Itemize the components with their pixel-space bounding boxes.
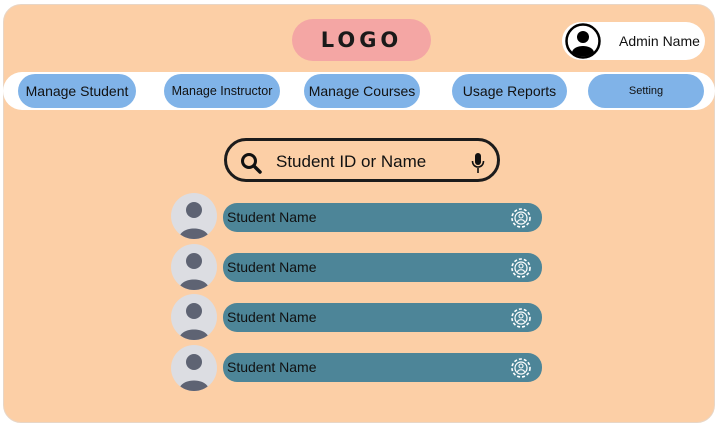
mic-icon[interactable] [471, 152, 485, 174]
nav-manage-instructor[interactable]: Manage Instructor [164, 74, 280, 108]
gear-icon[interactable] [509, 206, 533, 230]
student-avatar-icon [171, 345, 217, 391]
student-avatar-icon [171, 193, 217, 239]
student-row-bar[interactable]: Student Name [223, 253, 542, 282]
gear-icon[interactable] [509, 306, 533, 330]
user-avatar-icon [565, 23, 601, 59]
student-row-bar[interactable]: Student Name [223, 203, 542, 232]
student-row-bar[interactable]: Student Name [223, 353, 542, 382]
search-placeholder[interactable]: Student ID or Name [276, 152, 427, 171]
student-name: Student Name [227, 309, 317, 325]
student-avatar-icon [171, 244, 217, 290]
admin-name: Admin Name [619, 33, 700, 49]
student-name: Student Name [227, 359, 317, 375]
gear-icon[interactable] [509, 256, 533, 280]
admin-profile[interactable]: Admin Name [562, 22, 705, 60]
nav-manage-student[interactable]: Manage Student [18, 74, 136, 108]
search-bar[interactable]: Student ID or Name [224, 138, 500, 182]
nav-manage-courses[interactable]: Manage Courses [304, 74, 420, 108]
student-row-bar[interactable]: Student Name [223, 303, 542, 332]
student-name: Student Name [227, 209, 317, 225]
student-name: Student Name [227, 259, 317, 275]
nav-setting[interactable]: Setting [588, 74, 704, 108]
search-icon[interactable] [240, 152, 262, 174]
logo[interactable]: LOGO [292, 19, 431, 61]
nav-bar: Manage Student Manage Instructor Manage … [3, 72, 715, 110]
student-avatar-icon [171, 294, 217, 340]
nav-usage-reports[interactable]: Usage Reports [452, 74, 567, 108]
logo-text: LOGO [320, 28, 403, 52]
gear-icon[interactable] [509, 356, 533, 380]
